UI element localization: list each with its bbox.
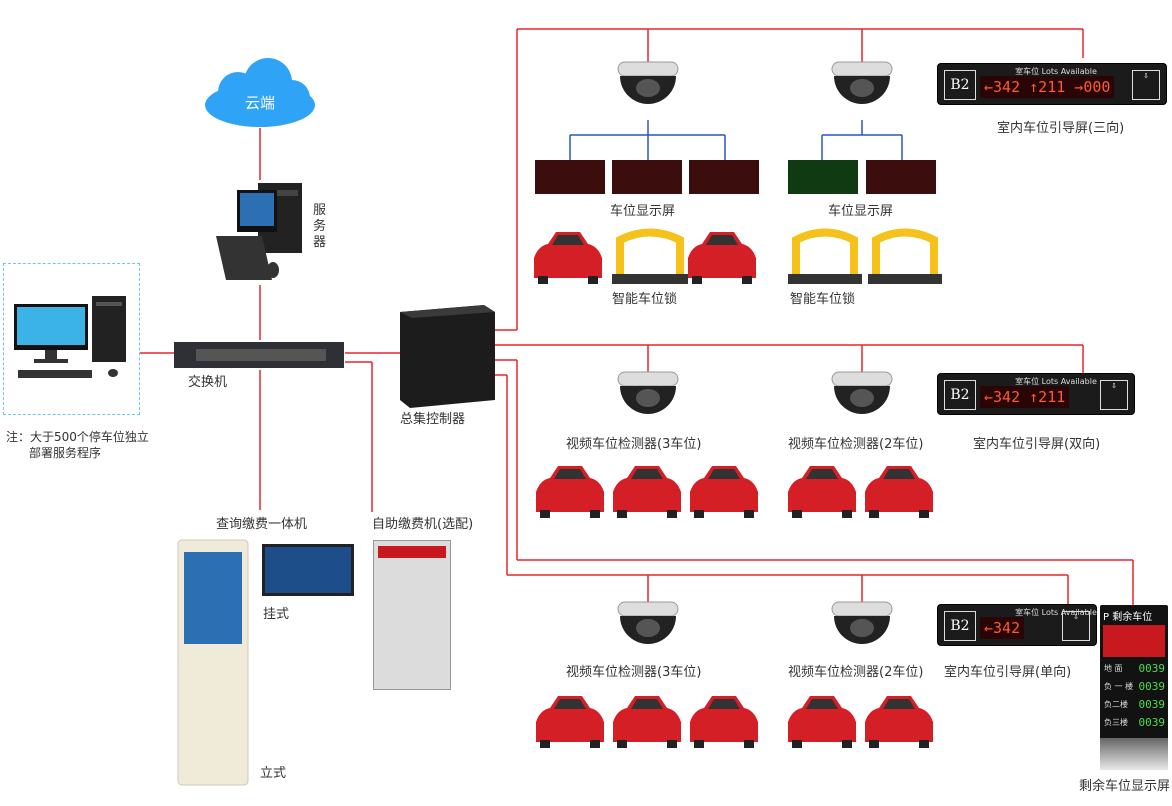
car [865, 466, 933, 518]
dome-camera-icon [617, 61, 893, 644]
guide-screen-one: B2 室车位 Lots Available ←342 ⇩ [938, 605, 1097, 645]
remain-display-label: 剩余车位显示屏 [1079, 779, 1171, 794]
car [613, 696, 681, 748]
note: 注：大于500个停车位独立 部署服务程序 [6, 430, 149, 460]
car [788, 696, 856, 748]
detector2-label-b: 视频车位检测器(2车位) [788, 665, 924, 680]
server-label: 服务器 [313, 203, 327, 250]
guide-two-label: 室内车位引导屏(双向) [973, 437, 1101, 452]
car [536, 696, 604, 748]
self-pay-label: 自助缴费机(选配) [372, 517, 474, 532]
exit-icon: ⇩ [1100, 380, 1128, 410]
dome-camera [831, 371, 893, 414]
dome-camera [831, 61, 893, 104]
exit-icon: ⇩ [1132, 70, 1160, 100]
car [613, 466, 681, 518]
car [688, 232, 756, 284]
exit-icon: ⇩ [1062, 611, 1090, 641]
dome-camera [617, 371, 679, 414]
standing-label: 立式 [260, 766, 287, 781]
car [534, 232, 602, 284]
kiosk-screen [184, 552, 242, 644]
car [690, 696, 758, 748]
controller-label: 总集控制器 [400, 412, 466, 427]
car [788, 466, 856, 518]
car [690, 466, 758, 518]
cloud-icon [205, 58, 315, 127]
wall-mount-label: 挂式 [263, 607, 290, 622]
detector3-label-a: 视频车位检测器(3车位) [566, 437, 702, 452]
wall-screen [262, 544, 354, 596]
pc-dashed-box [3, 263, 140, 415]
space-display-label-1: 车位显示屏 [610, 204, 676, 219]
server-icon [216, 183, 302, 280]
space-display-label-2: 车位显示屏 [828, 204, 894, 219]
self-pay-machine [373, 540, 451, 690]
smart-lock-label-1: 智能车位锁 [612, 292, 678, 307]
guide-one-label: 室内车位引导屏(单向) [944, 665, 1072, 680]
dome-camera [617, 61, 679, 104]
guide-screen-two: B2 室车位 Lots Available ←342 ↑211 ⇩ [938, 374, 1134, 414]
detector3-label-b: 视频车位检测器(3车位) [566, 665, 702, 680]
dome-camera [831, 601, 893, 644]
switch-label: 交换机 [188, 375, 228, 390]
detector2-label-a: 视频车位检测器(2车位) [788, 437, 924, 452]
car [536, 466, 604, 518]
controller-icon [400, 305, 495, 408]
guide-three-label: 室内车位引导屏(三向) [997, 121, 1125, 136]
switch-icon [174, 342, 344, 368]
cloud-label: 云端 [244, 94, 275, 112]
space-display-icon [535, 160, 936, 194]
query-kiosk-label: 查询缴费一体机 [216, 517, 308, 532]
guide-screen-three: B2 室车位 Lots Available ←342 ↑211 →000 ⇩ [938, 64, 1166, 104]
car [865, 696, 933, 748]
parking-lock-icon [616, 228, 938, 280]
pc-icon [14, 296, 126, 378]
smart-lock-label-2: 智能车位锁 [790, 292, 856, 307]
car-icon [534, 232, 933, 748]
dome-camera [617, 601, 679, 644]
